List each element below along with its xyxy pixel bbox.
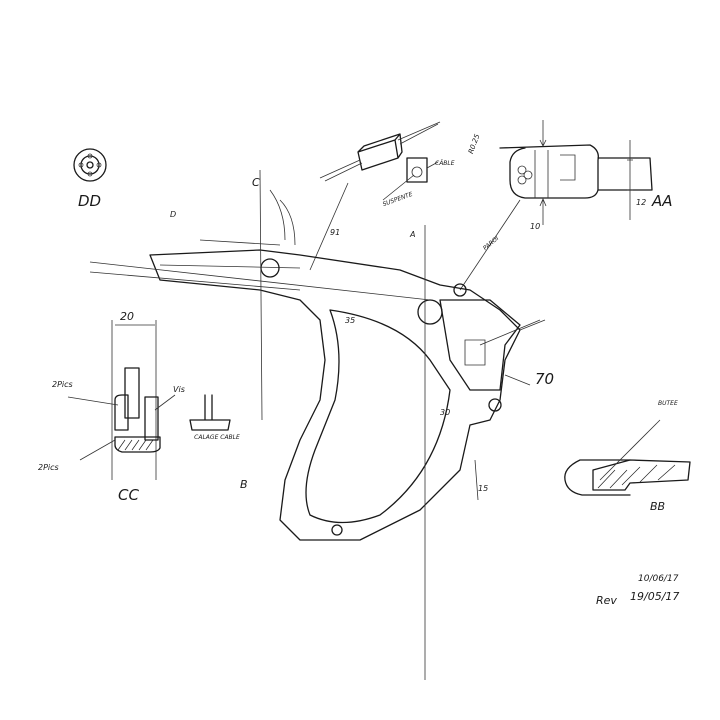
cut-marker-b: B xyxy=(240,478,248,491)
section-dd-label: DD xyxy=(78,192,102,210)
cable-callout: CÂBLE xyxy=(435,160,455,167)
two-pics-top-callout: 2Pics xyxy=(52,380,73,389)
dimension-15: 15 xyxy=(478,484,489,493)
dimension-aa-depth: 10 xyxy=(530,222,541,231)
cut-marker-c: C xyxy=(252,176,260,189)
dimension-30: 30 xyxy=(440,408,451,417)
revision-label: Rev xyxy=(596,594,617,607)
cut-marker-d: D xyxy=(170,210,177,219)
revision-date-2: 19/05/17 xyxy=(630,590,680,603)
dimension-cc-width: 20 xyxy=(120,310,134,323)
butee-callout: BUTEE xyxy=(658,400,678,407)
cut-marker-a: A xyxy=(410,230,416,239)
section-bb-label: BB xyxy=(650,500,666,513)
section-dd-drawing xyxy=(73,148,107,182)
cable-suspension-sketch xyxy=(309,121,441,271)
dimension-91: 91 xyxy=(330,228,341,237)
section-aa-label: AA xyxy=(652,192,673,210)
two-pics-bottom-callout: 2Pics xyxy=(38,463,59,472)
revision-date-1: 10/06/17 xyxy=(638,574,679,584)
calage-cable-callout: CALAGE CABLE xyxy=(194,434,240,441)
dimension-35: 35 xyxy=(345,316,356,325)
main-tool-drawing xyxy=(89,169,546,680)
section-aa-drawing xyxy=(459,120,653,291)
section-bb-drawing xyxy=(564,419,691,496)
dimension-70: 70 xyxy=(535,370,555,388)
dimension-aa-height: 12 xyxy=(636,198,647,207)
vis-callout: Vis xyxy=(173,385,185,394)
section-cc-label: CC xyxy=(118,486,139,504)
section-cc-drawing xyxy=(67,320,231,480)
